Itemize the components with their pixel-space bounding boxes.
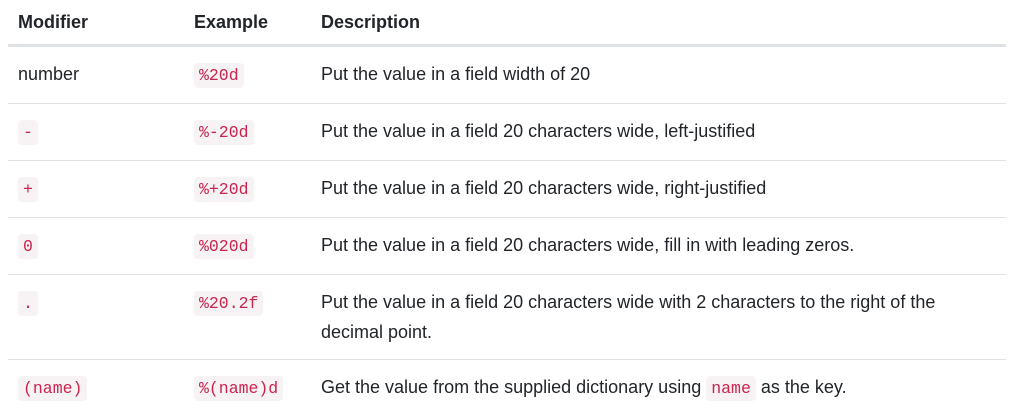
table-row: + %+20d Put the value in a field 20 char… (8, 161, 1006, 218)
modifier-cell: - (8, 104, 184, 161)
example-cell: %+20d (184, 161, 311, 218)
description-cell: Put the value in a field 20 characters w… (311, 218, 1006, 275)
table-header: Modifier Example Description (8, 0, 1006, 46)
modifier-code: 0 (18, 234, 38, 259)
header-row: Modifier Example Description (8, 0, 1006, 46)
example-cell: %-20d (184, 104, 311, 161)
modifier-cell: number (8, 46, 184, 104)
header-example: Example (184, 0, 311, 46)
example-code: %(name)d (194, 376, 283, 401)
description-cell: Put the value in a field 20 characters w… (311, 104, 1006, 161)
modifier-cell: + (8, 161, 184, 218)
modifier-cell: . (8, 275, 184, 360)
description-text-before: Get the value from the supplied dictiona… (321, 377, 701, 397)
example-code: %-20d (194, 120, 254, 145)
table-row: - %-20d Put the value in a field 20 char… (8, 104, 1006, 161)
table-body: number %20d Put the value in a field wid… (8, 46, 1006, 416)
description-cell: Put the value in a field width of 20 (311, 46, 1006, 104)
description-text-after: as the key. (761, 377, 847, 397)
modifier-code: . (18, 291, 38, 316)
format-modifiers-table: Modifier Example Description number %20d… (8, 0, 1006, 416)
modifier-cell: 0 (8, 218, 184, 275)
example-code: %20d (194, 63, 244, 88)
modifier-code: (name) (18, 376, 87, 401)
modifier-code: - (18, 120, 38, 145)
table-row: . %20.2f Put the value in a field 20 cha… (8, 275, 1006, 360)
example-code: %20.2f (194, 291, 263, 316)
table-row: 0 %020d Put the value in a field 20 char… (8, 218, 1006, 275)
description-code: name (706, 376, 756, 401)
example-cell: %20d (184, 46, 311, 104)
example-cell: %020d (184, 218, 311, 275)
example-code: %+20d (194, 177, 254, 202)
example-cell: %20.2f (184, 275, 311, 360)
example-code: %020d (194, 234, 254, 259)
description-cell: Put the value in a field 20 characters w… (311, 275, 1006, 360)
description-cell: Put the value in a field 20 characters w… (311, 161, 1006, 218)
table-row: number %20d Put the value in a field wid… (8, 46, 1006, 104)
modifier-code: + (18, 177, 38, 202)
header-description: Description (311, 0, 1006, 46)
header-modifier: Modifier (8, 0, 184, 46)
